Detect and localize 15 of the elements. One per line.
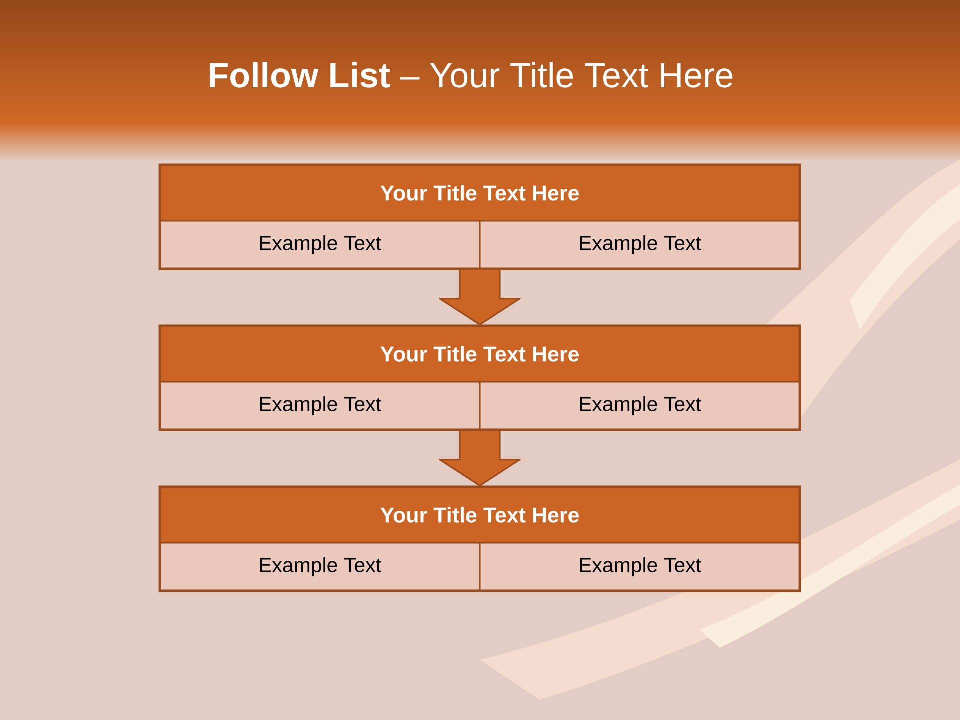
list-group-box [158,486,802,592]
block-arrow [439,429,521,487]
text-cell: Example Text [479,381,801,431]
text-cell: Example Text [159,220,481,270]
list-group-box [158,324,802,432]
block-arrow [439,268,521,326]
text-cell: Example Text [479,542,801,592]
slide-title: Follow List – Your Title Text Here [210,62,733,88]
list-group-box [158,164,802,270]
title-bar: Your Title Text Here [159,325,801,383]
title-bar: Your Title Text Here [159,164,801,222]
text-cell: Example Text [479,220,801,270]
text-cell: Example Text [159,542,481,592]
title-bar: Your Title Text Here [159,486,801,544]
text-cell: Example Text [159,381,481,431]
